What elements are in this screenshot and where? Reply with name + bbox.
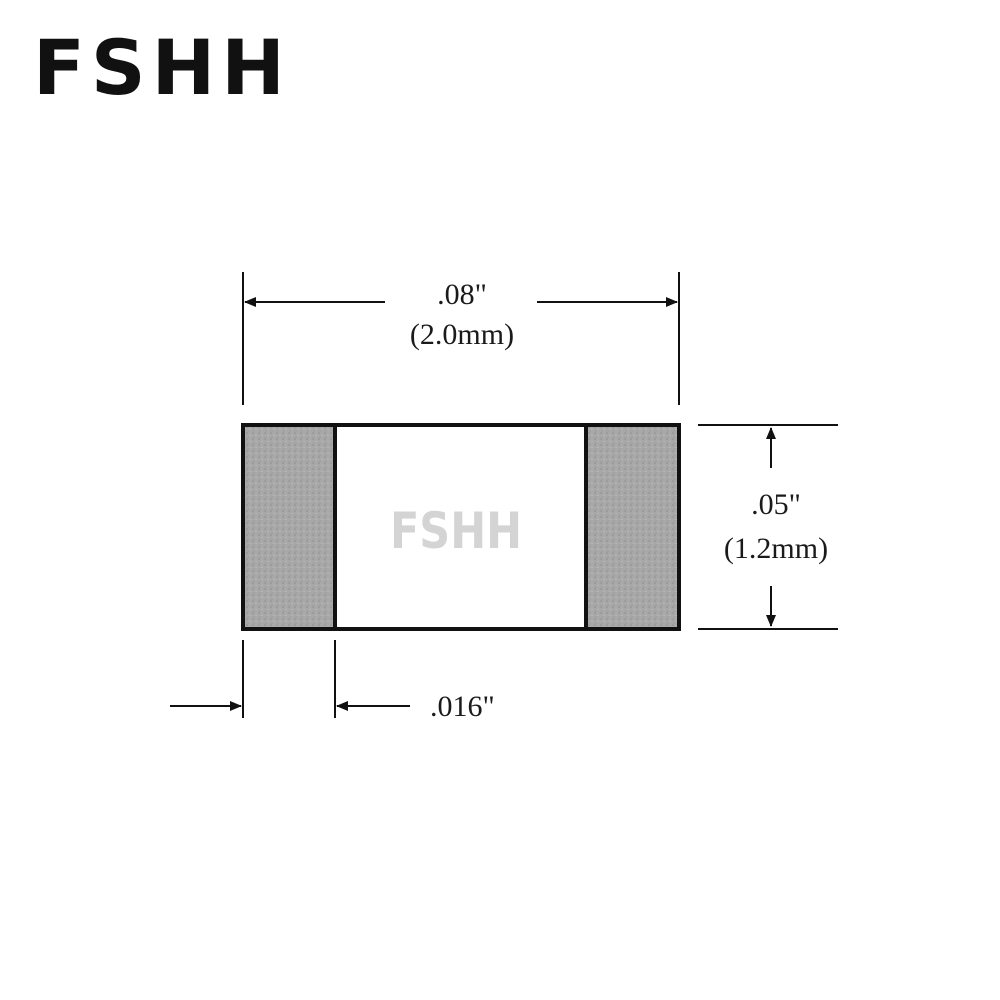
terminal-inch-label: .016" (430, 690, 495, 723)
brand-logo: FSHH (33, 23, 291, 112)
chip-outline (241, 423, 681, 631)
left-terminal (243, 425, 335, 629)
right-terminal (586, 425, 679, 629)
chip-component: FSHH (241, 423, 681, 631)
width-inch-label: .05" (751, 488, 801, 521)
length-mm-label: (2.0mm) (410, 318, 514, 351)
length-inch-label: .08" (437, 278, 487, 311)
watermark-text: FSHH (390, 502, 522, 560)
length-dimension: .08" (2.0mm) (242, 272, 680, 405)
width-dimension: .05" (1.2mm) (698, 424, 838, 630)
terminal-dimension: .016" (170, 640, 495, 723)
width-mm-label: (1.2mm) (724, 532, 828, 565)
